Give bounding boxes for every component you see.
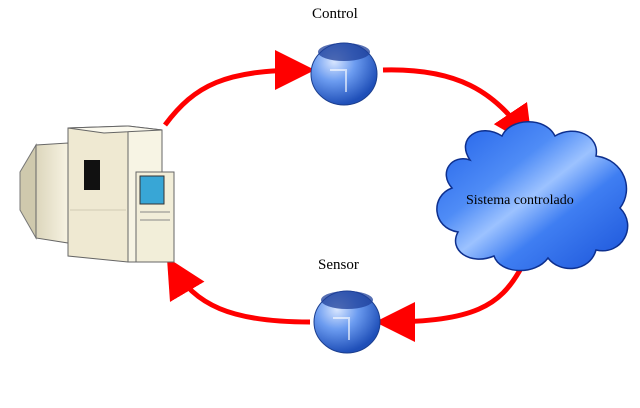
- sensor-label: Sensor: [318, 257, 359, 273]
- control-sphere-icon: [310, 42, 378, 106]
- controlled-system-label: Sistema controlado: [466, 193, 574, 208]
- arrow-system-to-sensor: [375, 268, 523, 342]
- sensor-sphere-icon: [313, 290, 381, 354]
- arrow-computer-to-control: [163, 50, 315, 127]
- cloud-icon: [436, 121, 629, 272]
- arrow-control-to-system: [382, 67, 533, 147]
- computer-icon: [19, 125, 175, 263]
- control-label: Control: [312, 6, 358, 22]
- arrow-sensor-to-computer: [166, 257, 311, 325]
